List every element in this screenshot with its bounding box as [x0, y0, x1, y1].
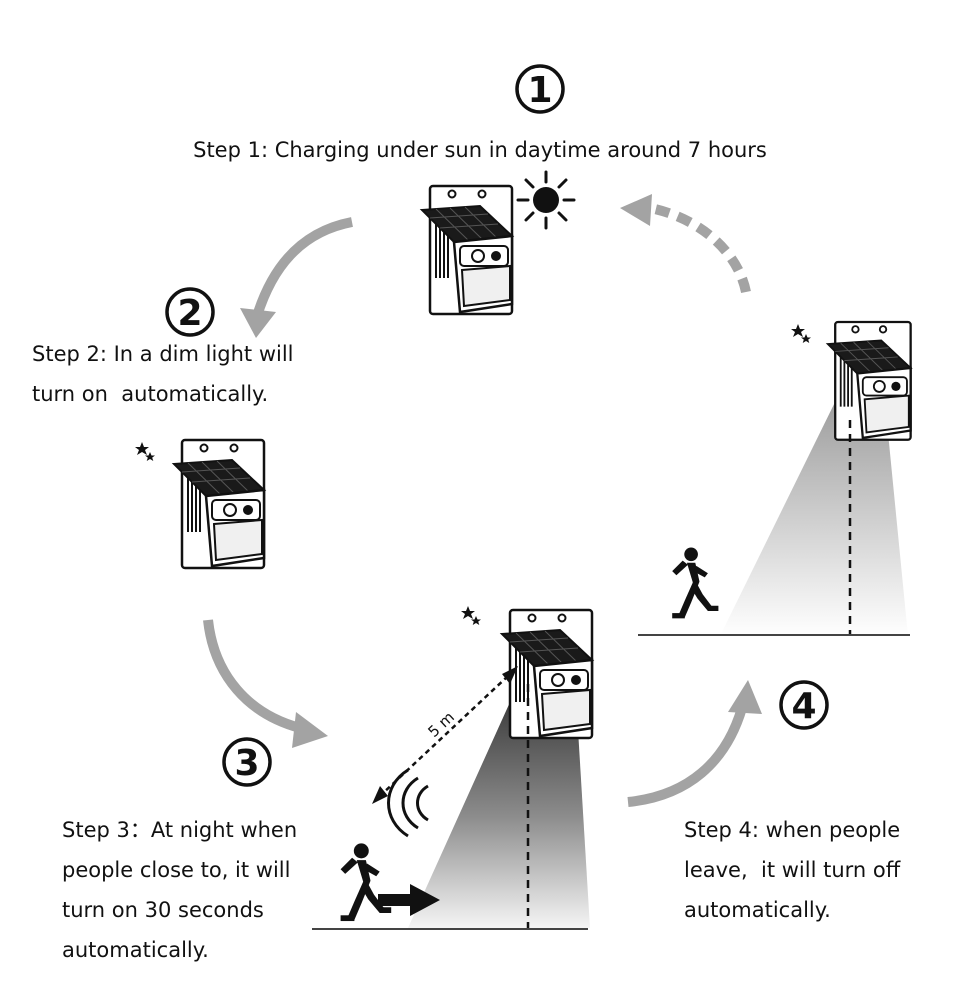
- moon-stars-icon: [113, 440, 155, 470]
- runner-icon: [672, 547, 719, 619]
- step4-caption-line: Step 4: when people: [684, 818, 901, 842]
- step1-caption-line: Step 1: Charging under sun in daytime ar…: [193, 138, 767, 162]
- sun-icon: [516, 170, 576, 230]
- step2-lamp: [172, 438, 266, 570]
- cycle-arrow-icon: [203, 619, 328, 748]
- step1-caption: Step 1: Charging under sun in daytime ar…: [0, 130, 960, 170]
- step2-caption-line: Step 2: In a dim light will: [32, 342, 294, 366]
- step3-lamp: [500, 608, 594, 740]
- distance-label: 5 m: [424, 708, 457, 741]
- step3-light-beam: [408, 680, 590, 928]
- step4-caption-line: leave, it will turn off: [684, 858, 901, 882]
- step3-caption-line: people close to, it will: [62, 858, 291, 882]
- step4-caption-line: automatically.: [684, 898, 831, 922]
- step3-caption-line: Step 3：At night when: [62, 818, 298, 842]
- direction-arrow: [378, 884, 440, 916]
- step-number-3-text: 3: [234, 743, 259, 784]
- step3-caption: Step 3：At night when people close to, it…: [62, 810, 297, 970]
- step3-caption-line: turn on 30 seconds: [62, 898, 264, 922]
- moon-stars-icon: [769, 322, 811, 352]
- step4-lamp: [826, 320, 912, 441]
- step-number-1-text: 1: [527, 70, 552, 111]
- step-number-3: 3: [222, 737, 272, 787]
- step3-caption-line: automatically.: [62, 938, 209, 962]
- motion-wave-icon: [387, 768, 429, 838]
- step-number-4-text: 4: [791, 686, 816, 727]
- step2-caption: Step 2: In a dim light will turn on auto…: [32, 334, 294, 414]
- moon-stars-icon: [439, 604, 481, 634]
- runner-icon: [340, 843, 392, 922]
- step2-caption-line: turn on automatically.: [32, 382, 269, 406]
- step-number-4: 4: [779, 680, 829, 730]
- step-number-2: 2: [165, 287, 215, 337]
- step4-caption: Step 4: when people leave, it will turn …: [684, 810, 900, 930]
- step-number-2-text: 2: [177, 293, 202, 334]
- cycle-arrow-icon: [627, 680, 762, 807]
- cycle-arrow-icon: [240, 217, 354, 338]
- step1-lamp: [420, 184, 514, 316]
- step-number-1: 1: [515, 64, 565, 114]
- step4-light-beam: [720, 392, 908, 636]
- cycle-arrow-icon: [620, 194, 751, 294]
